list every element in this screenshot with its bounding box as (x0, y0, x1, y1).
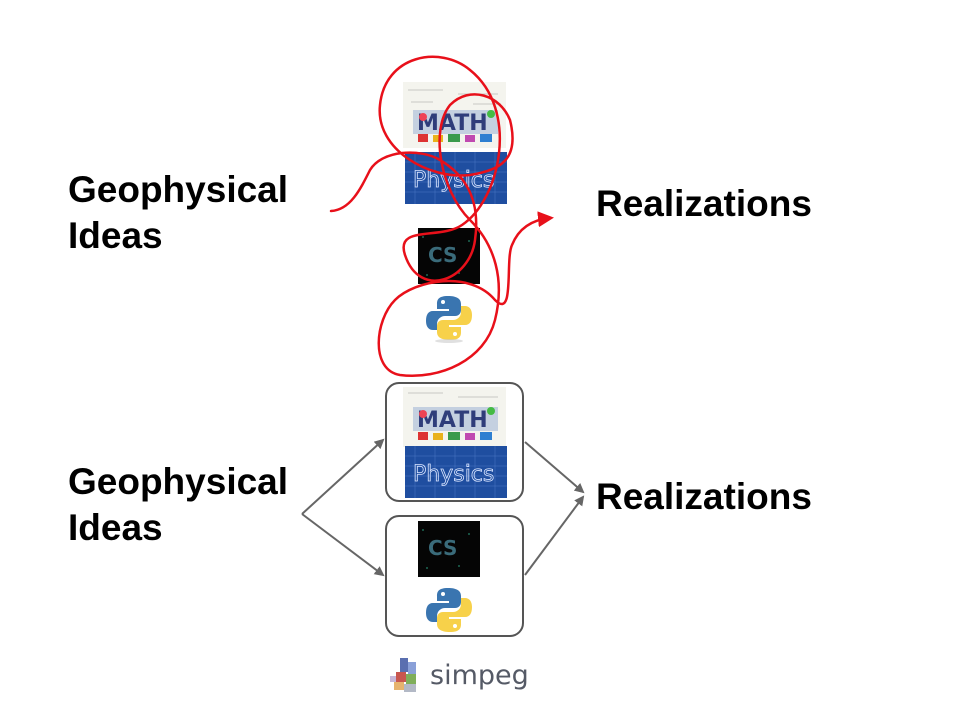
arrow-ideas-to-math-physics (301, 438, 385, 515)
physics-image: Physics (405, 446, 507, 498)
svg-text:Physics: Physics (413, 462, 494, 487)
arrow-ideas-to-cs-python (301, 513, 385, 577)
cs-python-group-box (385, 515, 524, 637)
tangled-path-scribble (329, 55, 554, 377)
simpeg-logo-icon (390, 656, 426, 696)
python-logo (424, 293, 474, 343)
svg-text:MATH: MATH (417, 408, 488, 433)
arrow-math-physics-to-realizations (524, 441, 585, 494)
svg-text:MATH: MATH (417, 111, 488, 136)
math-image: MATH (403, 387, 506, 447)
math-physics-group-box (385, 382, 524, 502)
simpeg-logo-text: simpeg (430, 660, 529, 691)
svg-text:CS: CS (428, 536, 457, 560)
bottom-ideas-label: Geophysical Ideas (68, 461, 289, 548)
top-ideas-label: Geophysical Ideas (68, 169, 289, 256)
top-realizations-label: Realizations (596, 183, 812, 224)
svg-text:CS: CS (428, 243, 457, 267)
computer-science-image: CS (418, 521, 480, 577)
arrow-cs-python-to-realizations (524, 495, 585, 576)
python-logo (424, 585, 474, 635)
bottom-realizations-label: Realizations (596, 476, 812, 517)
